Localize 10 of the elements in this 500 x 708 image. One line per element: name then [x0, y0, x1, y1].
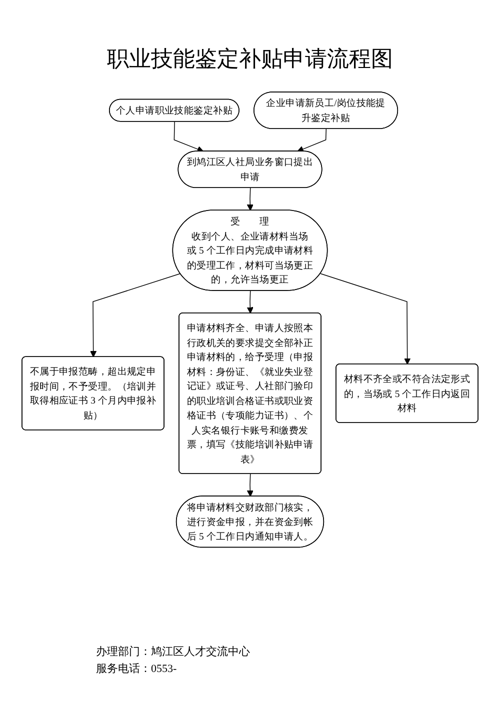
arrow — [174, 121, 204, 152]
footer-note: 服务电话：0553- — [96, 662, 177, 677]
arrow — [320, 273, 411, 365]
title: 职业技能鉴定补贴申请流程图 — [106, 45, 394, 73]
arrow — [246, 290, 254, 314]
arrow — [246, 474, 254, 497]
arrow — [90, 273, 181, 358]
arrow — [246, 188, 254, 211]
footer-note: 办理部门：鸠江区人才交流中心 — [96, 644, 250, 660]
arrow — [297, 128, 327, 152]
